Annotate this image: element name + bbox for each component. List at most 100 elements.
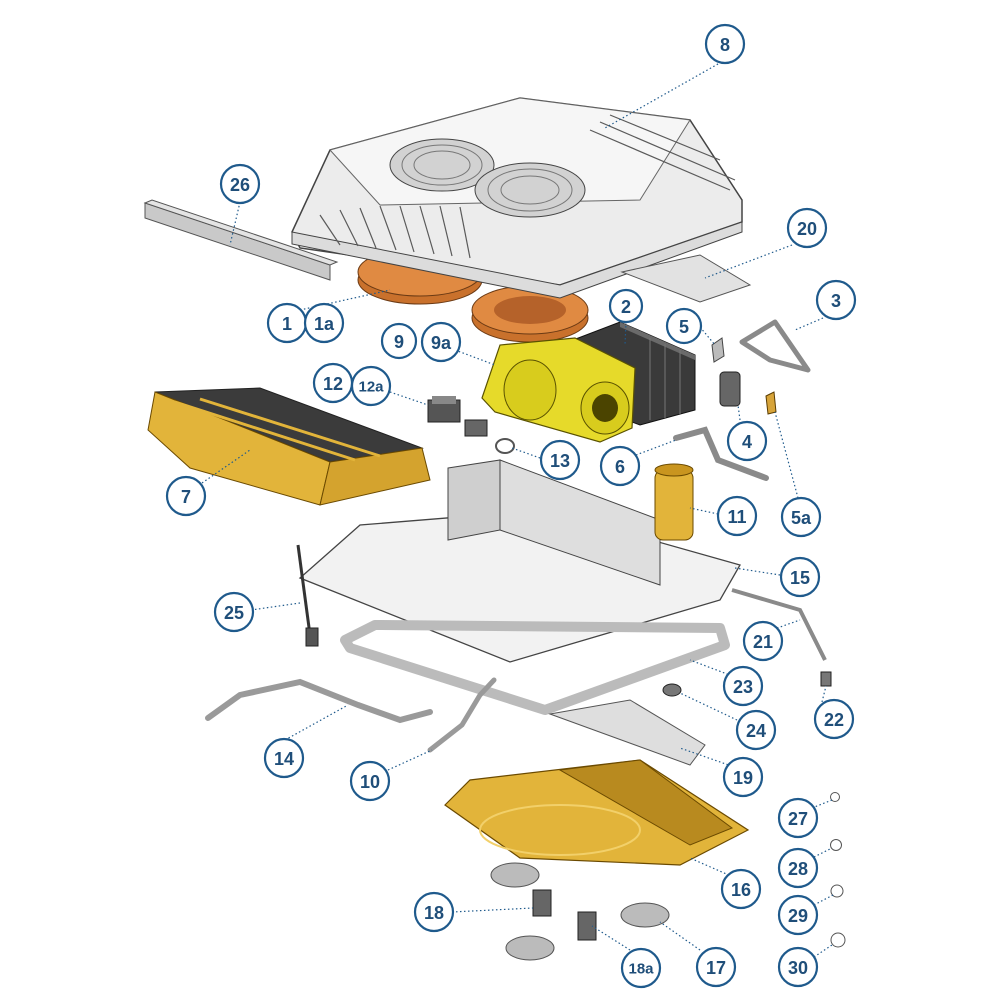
part-5-bracket <box>711 337 725 363</box>
callout-18a: 18a <box>620 947 662 989</box>
callout-circle <box>726 420 768 462</box>
callout-14: 14 <box>263 737 305 779</box>
callout-23: 23 <box>722 665 764 707</box>
callout-circle <box>350 365 392 407</box>
callout-label: 28 <box>788 859 808 879</box>
callout-9: 9 <box>380 322 418 360</box>
callout-9a: 9a <box>420 321 462 363</box>
callout-circle <box>420 321 462 363</box>
callout-circle <box>213 591 255 633</box>
callout-circle <box>777 847 819 889</box>
part-11-receiver-drier <box>654 463 694 541</box>
callout-circle <box>380 322 418 360</box>
callout-label: 27 <box>788 809 808 829</box>
callout-circle <box>303 302 345 344</box>
callout-20: 20 <box>786 207 828 249</box>
part-12-relay <box>427 396 461 423</box>
callout-circle <box>599 445 641 487</box>
callout-2: 2 <box>608 288 644 324</box>
part-10-tube <box>427 677 497 753</box>
callout-25: 25 <box>213 591 255 633</box>
callout-label: 12a <box>358 379 384 396</box>
part-19-plate <box>548 699 706 766</box>
part-13-sensor <box>495 438 515 454</box>
callout-label: 30 <box>788 958 808 978</box>
part-14-tube <box>205 678 433 724</box>
callout-circle <box>779 556 821 598</box>
callout-label: 1 <box>282 314 292 334</box>
callout-circle <box>722 665 764 707</box>
callout-circle <box>349 760 391 802</box>
callout-circle <box>786 207 828 249</box>
callout-circle <box>780 496 822 538</box>
callout-circle <box>608 288 644 324</box>
callout-label: 6 <box>615 457 625 477</box>
part-6-tube <box>673 426 769 481</box>
callout-label: 20 <box>797 219 817 239</box>
callout-15: 15 <box>779 556 821 598</box>
part-16-ceiling-grille <box>444 759 750 866</box>
callout-circle <box>413 891 455 933</box>
callout-10: 10 <box>349 760 391 802</box>
callout-8: 8 <box>704 23 746 65</box>
callout-label: 4 <box>742 432 752 452</box>
callout-1a: 1a <box>303 302 345 344</box>
callout-label: 10 <box>360 772 380 792</box>
callout-label: 8 <box>720 35 730 55</box>
callout-5: 5 <box>665 307 703 345</box>
part-18-switch <box>532 889 552 917</box>
part-23-gasket-frame <box>340 620 730 715</box>
part-21-tube <box>731 588 827 661</box>
callout-label: 22 <box>824 710 844 730</box>
callout-circle <box>716 495 758 537</box>
callout-3: 3 <box>815 279 857 321</box>
callout-circle <box>813 698 855 740</box>
callout-label: 29 <box>788 906 808 926</box>
callout-circle <box>219 163 261 205</box>
callout-label: 3 <box>831 291 841 311</box>
callout-label: 18 <box>424 903 444 923</box>
callout-circle <box>695 946 737 988</box>
callout-circle <box>263 737 305 779</box>
callout-13: 13 <box>539 439 581 481</box>
callout-circle <box>777 946 819 988</box>
callout-label: 7 <box>181 487 191 507</box>
callout-label: 17 <box>706 958 726 978</box>
callout-26: 26 <box>219 163 261 205</box>
callout-label: 12 <box>323 374 343 394</box>
callout-1: 1 <box>266 302 308 344</box>
callout-5a: 5a <box>780 496 822 538</box>
callout-12a: 12a <box>350 365 392 407</box>
callout-12: 12 <box>312 362 354 404</box>
callout-label: 1a <box>314 314 335 334</box>
callout-label: 24 <box>746 721 766 741</box>
callout-label: 21 <box>753 632 773 652</box>
callout-circle <box>720 868 762 910</box>
part-5a-clip <box>765 391 777 415</box>
callout-circle <box>777 894 819 936</box>
callout-7: 7 <box>165 475 207 517</box>
callout-label: 13 <box>550 451 570 471</box>
callout-circle <box>777 797 819 839</box>
callout-label: 2 <box>621 297 631 317</box>
callout-label: 26 <box>230 175 250 195</box>
callout-label: 5a <box>791 508 812 528</box>
callout-label: 15 <box>790 568 810 588</box>
callout-circle <box>815 279 857 321</box>
part-7-condenser <box>147 387 431 506</box>
part-8-top-cover <box>291 97 743 299</box>
callout-label: 9a <box>431 333 452 353</box>
callout-22: 22 <box>813 698 855 740</box>
callout-19: 19 <box>722 756 764 798</box>
callout-label: 19 <box>733 768 753 788</box>
callout-17: 17 <box>695 946 737 988</box>
callout-label: 14 <box>274 749 294 769</box>
part-17-vent <box>490 862 670 961</box>
callout-label: 23 <box>733 677 753 697</box>
callout-circle <box>704 23 746 65</box>
callout-label: 16 <box>731 880 751 900</box>
callout-circle <box>165 475 207 517</box>
callout-circle <box>665 307 703 345</box>
part-18a-switch <box>577 911 597 941</box>
